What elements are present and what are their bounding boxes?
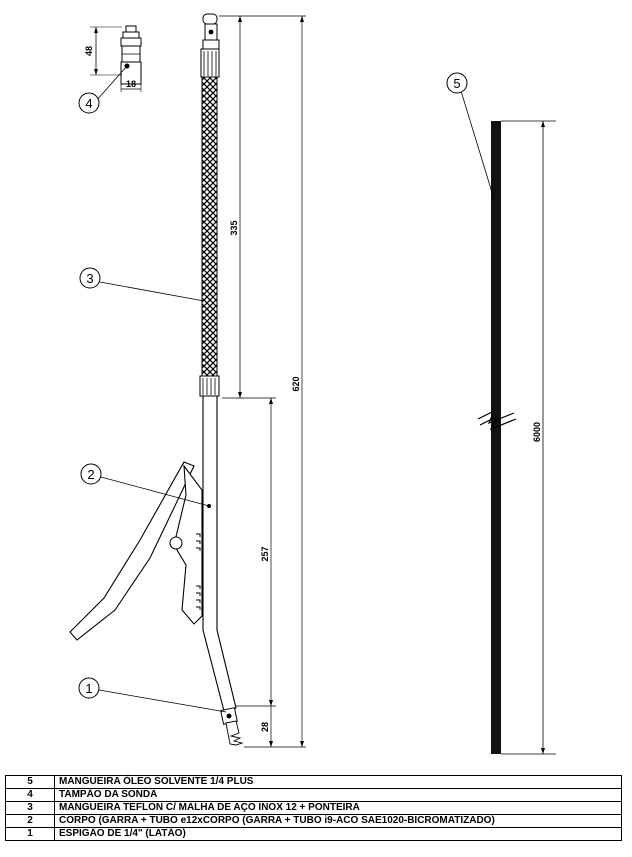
part-number: 1: [5, 827, 55, 841]
parts-list-table: 5 MANGUEIRA ÓLEO SOLVENTE 1/4 PLUS 4 TAM…: [5, 775, 622, 841]
parts-list-row: 3 MANGUEIRA TEFLON C/ MALHA DE AÇO INOX …: [5, 801, 622, 815]
parts-list-row: 2 CORPO (GARRA + TUBO e12xCORPO (GARRA +…: [5, 814, 622, 828]
dim-oil-hose-length: 6000: [532, 422, 542, 442]
callout-5: 5: [453, 76, 460, 91]
dim-body-length: 257: [260, 546, 270, 561]
part-number: 4: [5, 788, 55, 802]
part-description: TAMPÃO DA SONDA: [54, 788, 622, 802]
dim-hose-length: 335: [229, 220, 239, 235]
callout-4: 4: [85, 96, 92, 111]
probe-dimensions: [219, 15, 306, 748]
part-description: ESPIGÃO DE 1/4" (LATÃO): [54, 827, 622, 841]
probe-assembly: [69, 13, 244, 746]
cap-width-dim: 18: [126, 79, 136, 89]
parts-list-row: 1 ESPIGÃO DE 1/4" (LATÃO): [5, 827, 622, 841]
part-description: MANGUEIRA TEFLON C/ MALHA DE AÇO INOX 12…: [54, 801, 622, 815]
dim-total-length: 620: [291, 376, 301, 391]
part-description: MANGUEIRA ÓLEO SOLVENTE 1/4 PLUS: [54, 775, 622, 789]
callout-1: 1: [85, 681, 92, 696]
part-number: 3: [5, 801, 55, 815]
cap-detail: [90, 25, 142, 92]
callout-2: 2: [87, 467, 94, 482]
callout-3: 3: [86, 271, 93, 286]
technical-drawing: 48 18 4: [69, 13, 556, 755]
part-number: 5: [5, 775, 55, 789]
parts-list-row: 5 MANGUEIRA ÓLEO SOLVENTE 1/4 PLUS: [5, 775, 622, 789]
cap-height-dim: 48: [84, 46, 94, 56]
part-number: 2: [5, 814, 55, 828]
parts-list-row: 4 TAMPÃO DA SONDA: [5, 788, 622, 802]
part-description: CORPO (GARRA + TUBO e12xCORPO (GARRA + T…: [54, 814, 622, 828]
dim-fitting-length: 28: [260, 722, 270, 732]
oil-hose: [477, 120, 556, 755]
